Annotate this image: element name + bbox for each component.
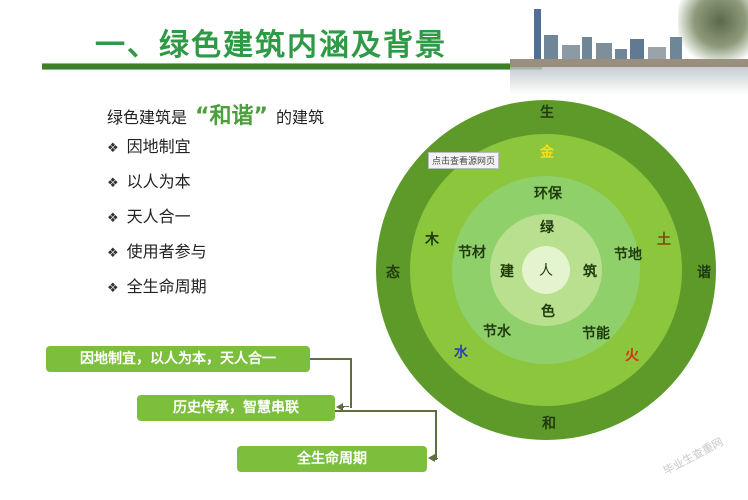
view-source-tooltip[interactable]: 点击查看源网页	[428, 152, 500, 169]
element-water: 水	[454, 345, 468, 361]
label-lv: 绿	[540, 220, 554, 236]
diamond-bullet-icon: ❖	[107, 281, 119, 296]
title-underline	[42, 63, 542, 70]
label-tai: 态	[386, 265, 400, 281]
slide-title: 一、绿色建筑内涵及背景	[95, 28, 447, 63]
diamond-bullet-icon: ❖	[107, 141, 119, 156]
diamond-bullet-icon: ❖	[107, 246, 119, 261]
element-gold: 金	[540, 145, 554, 161]
label-jieshui: 节水	[483, 324, 511, 340]
core-circle	[522, 246, 570, 294]
label-zhu: 筑	[583, 264, 597, 280]
bullet-text: 全生命周期	[126, 277, 207, 296]
intro-highlight: “和谐”	[195, 104, 268, 129]
bullet-item: ❖ 使用者参与	[107, 242, 207, 277]
diamond-bullet-icon: ❖	[107, 176, 119, 191]
connector-line	[310, 358, 352, 408]
flow-step-1: 因地制宜，以人为本，天人合一	[46, 346, 310, 372]
connector-line	[432, 458, 438, 459]
flow-step-3: 全生命周期	[237, 446, 427, 472]
element-fire: 火	[625, 348, 639, 364]
bullet-item: ❖ 因地制宜	[107, 137, 207, 172]
bullet-item: ❖ 全生命周期	[107, 277, 207, 312]
label-he: 和	[542, 416, 556, 432]
skyline-image	[510, 0, 748, 95]
label-jiecai: 节材	[458, 245, 486, 261]
arrow-icon	[428, 454, 435, 462]
label-jiedi: 节地	[614, 247, 642, 263]
arrow-icon	[336, 403, 343, 411]
watermark: 毕业生查重网	[661, 435, 726, 478]
diamond-bullet-icon: ❖	[107, 211, 119, 226]
label-xie: 谐	[697, 265, 711, 281]
connector-line	[343, 406, 349, 407]
intro-line: 绿色建筑是 “和谐” 的建筑	[107, 98, 324, 130]
bullet-list: ❖ 因地制宜 ❖ 以人为本 ❖ 天人合一 ❖ 使用者参与 ❖ 全生命周期	[107, 137, 207, 312]
label-huanbao: 环保	[534, 186, 562, 202]
label-sheng: 生	[540, 105, 554, 121]
label-jieneng: 节能	[582, 326, 610, 342]
bullet-text: 使用者参与	[126, 242, 207, 261]
label-se: 色	[541, 304, 555, 320]
bullet-text: 以人为本	[126, 172, 191, 191]
label-ren: 人	[539, 263, 553, 279]
bullet-text: 因地制宜	[126, 137, 191, 156]
element-earth: 土	[657, 232, 671, 248]
label-jian: 建	[500, 264, 514, 280]
bullet-text: 天人合一	[126, 207, 191, 226]
flow-step-2: 历史传承，智慧串联	[137, 395, 335, 421]
connector-line	[335, 410, 437, 460]
intro-prefix: 绿色建筑是	[107, 108, 188, 127]
bullet-item: ❖ 以人为本	[107, 172, 207, 207]
bullet-item: ❖ 天人合一	[107, 207, 207, 242]
element-wood: 木	[425, 232, 439, 248]
intro-suffix: 的建筑	[275, 108, 324, 127]
